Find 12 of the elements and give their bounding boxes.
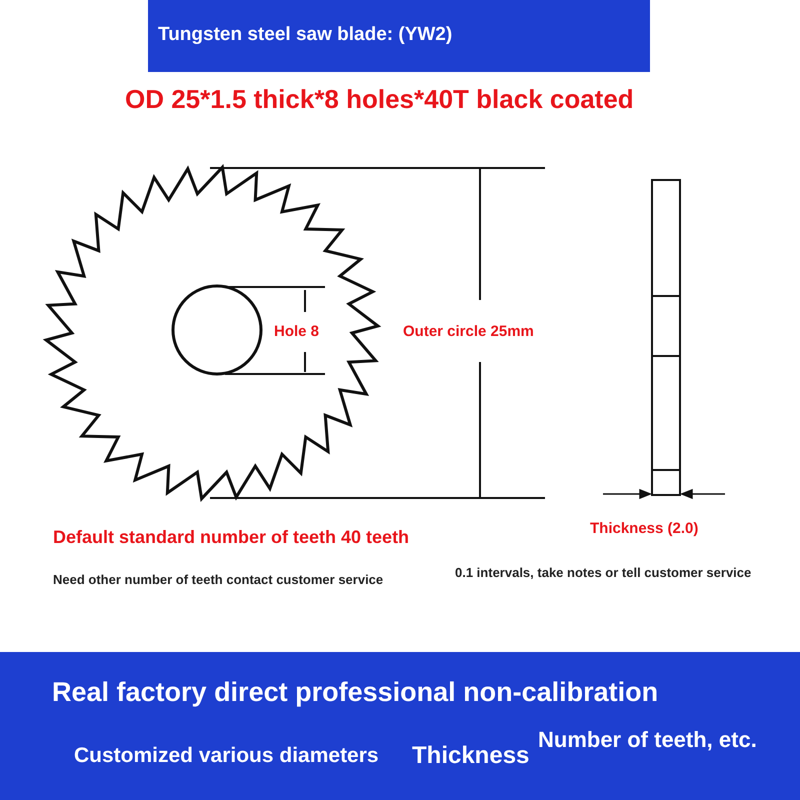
title-text: Tungsten steel saw blade: (YW2) xyxy=(158,24,452,46)
feature-text: Number of teeth, etc. xyxy=(538,727,758,752)
note-text: Need other number of teeth contact customer service xyxy=(53,572,384,587)
dimension-label: Hole 8 xyxy=(274,323,320,340)
dimension-label: Outer circle 25mm xyxy=(403,323,534,340)
feature-text: Thickness xyxy=(412,742,530,770)
note-text: 0.1 intervals, take notes or tell customer service xyxy=(455,565,752,580)
feature-text: Customized various diameters xyxy=(74,744,379,768)
teeth-note: Default standard number of teeth 40 teeth xyxy=(53,527,410,548)
dimension-label: Thickness (2.0) xyxy=(590,520,698,537)
spec-heading: OD 25*1.5 thick*8 holes*40T black coated xyxy=(125,84,634,115)
slogan-text: Real factory direct professional non-calibration xyxy=(52,677,658,708)
